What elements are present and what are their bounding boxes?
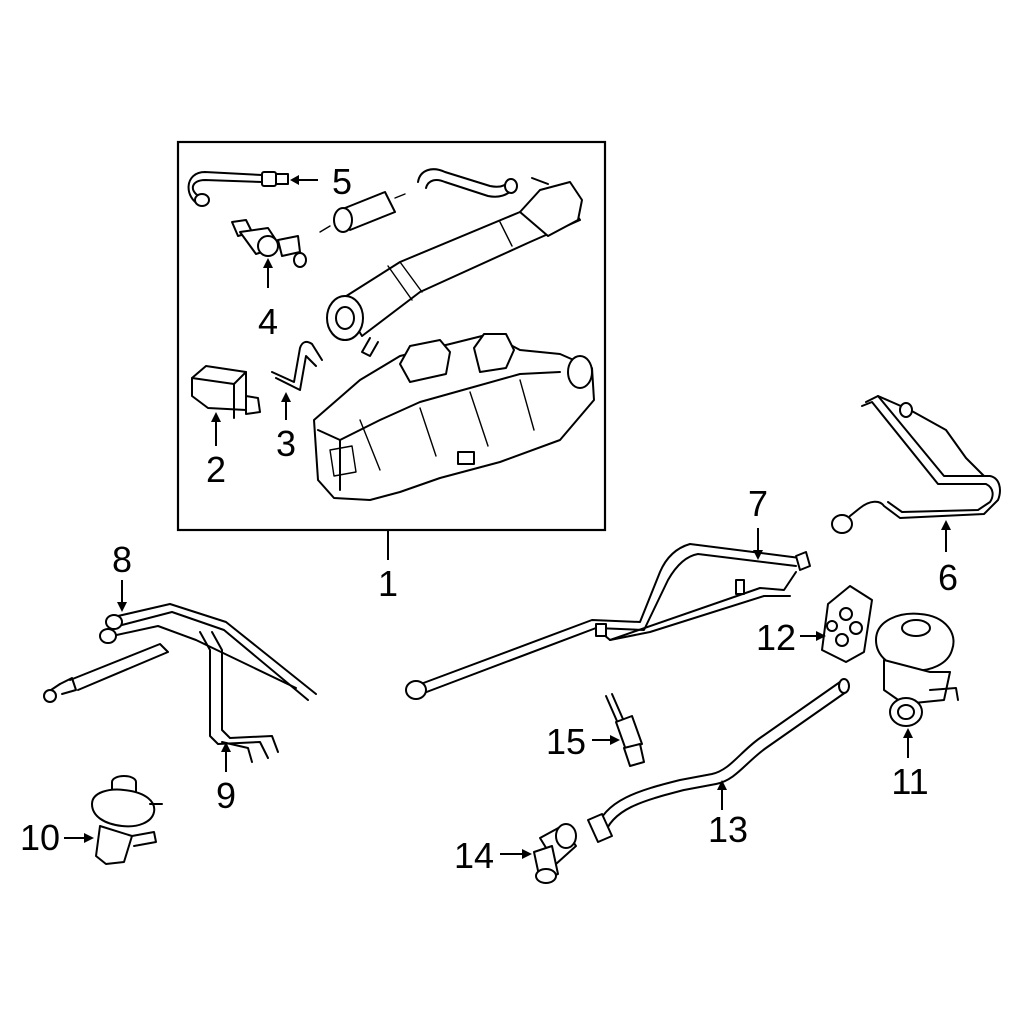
- callout-8: 8: [112, 539, 132, 580]
- part-14-fitting: [533, 823, 577, 884]
- arrow-5: [290, 175, 299, 185]
- callout-15: 15: [546, 721, 586, 762]
- callout-5: 5: [332, 161, 352, 202]
- canister-housing: [313, 333, 595, 501]
- arrow-4: [263, 258, 273, 268]
- part-2-pressure-sensor: [191, 365, 261, 419]
- callout-7: 7: [748, 483, 768, 524]
- arrow-13: [717, 780, 727, 790]
- arrow-9: [221, 742, 231, 752]
- arrow-10: [84, 833, 94, 843]
- part-7-egr-tube: [405, 543, 811, 700]
- arrow-11: [903, 728, 913, 738]
- arrow-6: [941, 520, 951, 530]
- callout-10: 10: [20, 817, 60, 858]
- callout-12: 12: [756, 617, 796, 658]
- callout-6: 6: [938, 557, 958, 598]
- callout-4: 4: [258, 301, 278, 342]
- callout-2: 2: [206, 449, 226, 490]
- callout-9: 9: [216, 775, 236, 816]
- arrow-14: [522, 849, 532, 859]
- callout-11: 11: [891, 761, 928, 802]
- part-9-vapor-line: [199, 631, 279, 763]
- part-8-hose-assembly: [43, 603, 317, 703]
- part-15-sensor: [605, 693, 645, 767]
- part-11-egr-valve: [875, 612, 959, 727]
- callout-3: 3: [276, 423, 296, 464]
- part-4-purge-valve: [231, 219, 307, 268]
- canister-assembly-frame: [176, 140, 607, 532]
- arrow-15: [610, 735, 620, 745]
- callout-13: 13: [708, 809, 748, 850]
- arrow-7: [753, 550, 763, 560]
- arrow-3: [281, 392, 291, 402]
- callout-1: 1: [378, 563, 398, 604]
- arrow-2: [211, 412, 221, 422]
- evap-canister-tube: [326, 177, 583, 357]
- part-12-gasket: [821, 585, 873, 663]
- arrow-12: [816, 631, 826, 641]
- part-13-egr-pipe: [587, 678, 850, 843]
- part-5-vent-hose: [187, 171, 289, 207]
- inline-filter: [319, 191, 406, 233]
- canister-hose: [417, 168, 518, 198]
- callout-14: 14: [454, 835, 494, 876]
- part-10-vacuum-solenoid: [91, 775, 163, 865]
- part-3-elbow-hose: [271, 340, 323, 391]
- part-6-vacuum-hose: [831, 395, 1001, 534]
- arrow-8: [117, 602, 127, 612]
